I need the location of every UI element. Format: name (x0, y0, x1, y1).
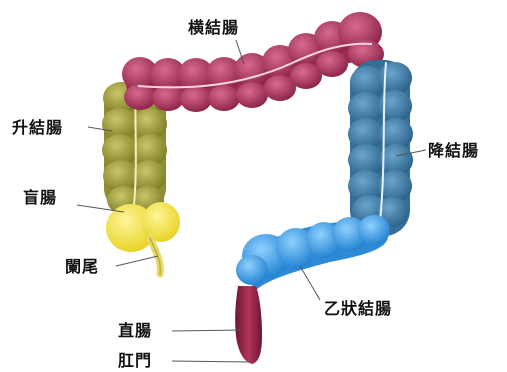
descending-colon (348, 60, 413, 236)
label-descending-colon: 降結腸 (428, 143, 479, 159)
label-rectum: 直腸 (118, 323, 152, 339)
rectum (235, 286, 262, 364)
label-appendix: 闌尾 (65, 259, 99, 275)
leader-rectum (172, 330, 240, 331)
label-cecum: 盲腸 (23, 190, 57, 206)
transverse-colon (122, 12, 384, 112)
sigmoid-colon (236, 215, 390, 290)
leader-sigmoid (300, 266, 320, 300)
label-sigmoid-colon: 乙狀結腸 (324, 301, 392, 317)
label-transverse-colon: 横結腸 (188, 20, 239, 36)
label-anus: 肛門 (118, 353, 152, 369)
label-ascending-colon: 升結腸 (12, 120, 63, 136)
leader-anus (172, 361, 250, 362)
leader-appendix (116, 256, 158, 266)
cecum (106, 202, 180, 252)
appendix (150, 238, 160, 274)
